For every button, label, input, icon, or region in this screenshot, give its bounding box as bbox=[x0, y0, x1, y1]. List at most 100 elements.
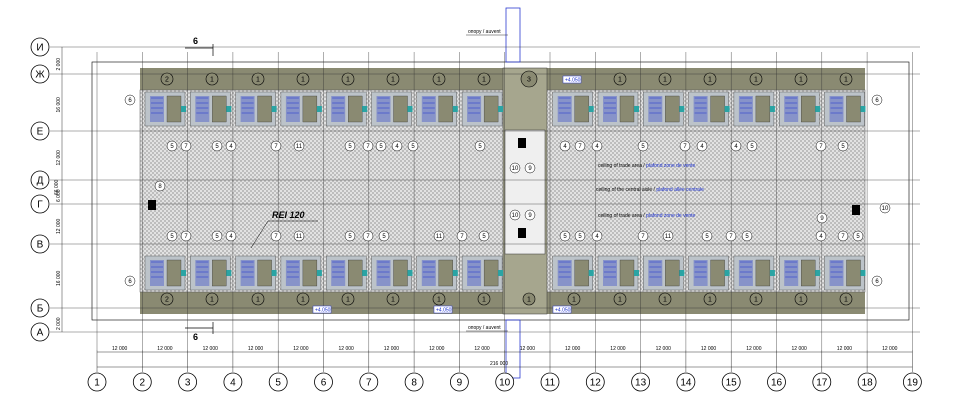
row-dim-label: 12 000 bbox=[56, 218, 62, 234]
row-axis-label: Б bbox=[37, 304, 44, 315]
room-tag bbox=[839, 292, 853, 306]
section-mark-top: 6 bbox=[193, 36, 198, 46]
bay-dim-label: 12 000 bbox=[112, 346, 128, 352]
stall-module bbox=[280, 255, 322, 291]
spec-marker-label: 5 bbox=[215, 144, 219, 150]
spec-marker-label: 5 bbox=[841, 144, 845, 150]
spec-marker-label: 7 bbox=[366, 234, 370, 240]
spec-marker-label: 7 bbox=[460, 234, 464, 240]
spec-marker-label: 4 bbox=[700, 144, 704, 150]
spec-marker bbox=[574, 230, 586, 242]
bay-dim-label: 12 000 bbox=[474, 346, 490, 352]
spec-marker-label: 7 bbox=[841, 234, 845, 240]
room-tag bbox=[160, 292, 174, 306]
stall-module bbox=[824, 91, 866, 127]
row-dim-label: 16 000 bbox=[56, 97, 62, 113]
spec-marker-label: 7 bbox=[366, 144, 370, 150]
spec-marker-label: 11 bbox=[296, 144, 303, 150]
spec-marker bbox=[362, 230, 374, 242]
spec-marker bbox=[211, 230, 223, 242]
room-tag bbox=[658, 292, 672, 306]
spec-marker bbox=[524, 162, 536, 174]
spec-marker-label: 6 bbox=[875, 98, 879, 104]
axis-label: 1 bbox=[94, 378, 100, 389]
spec-marker bbox=[456, 230, 468, 242]
room-tag bbox=[749, 292, 763, 306]
spec-marker bbox=[679, 140, 691, 152]
room-tag-label: 1 bbox=[210, 297, 214, 304]
row-axis-bubble bbox=[30, 194, 50, 214]
spec-marker bbox=[225, 230, 237, 242]
axis-bubble bbox=[585, 372, 605, 392]
row-dim-label: 2 000 bbox=[56, 317, 62, 330]
stall-module bbox=[326, 255, 368, 291]
spec-marker-label: 5 bbox=[215, 234, 219, 240]
spec-marker bbox=[293, 140, 305, 152]
spec-marker-label: 4 bbox=[595, 144, 599, 150]
canopy-bottom bbox=[505, 319, 521, 379]
spec-marker bbox=[478, 230, 490, 242]
room-tag-label: 1 bbox=[256, 297, 260, 304]
spec-marker bbox=[293, 230, 305, 242]
axis-label: 12 bbox=[590, 378, 602, 389]
stall-module bbox=[144, 91, 186, 127]
spec-marker bbox=[637, 140, 649, 152]
fixture-block bbox=[852, 205, 860, 215]
spec-marker bbox=[591, 230, 603, 242]
spec-marker-label: 10 bbox=[882, 206, 889, 212]
room-tag bbox=[794, 292, 808, 306]
room-tag-label: 2 bbox=[165, 297, 169, 304]
section-mark-bottom: 6 bbox=[193, 332, 198, 342]
room-tag bbox=[251, 72, 265, 86]
bay-dim-label: 12 000 bbox=[656, 346, 672, 352]
row-dim-label: 12 000 bbox=[56, 150, 62, 166]
bay-dim-label: 12 000 bbox=[339, 346, 355, 352]
stall-module bbox=[416, 255, 458, 291]
spec-marker-label: 4 bbox=[563, 144, 567, 150]
spec-marker bbox=[837, 230, 849, 242]
zone-label-3: ceiling of trade area / plafond zone de … bbox=[598, 213, 696, 219]
level-tag-box-2 bbox=[433, 305, 453, 314]
room-tag-label: 1 bbox=[391, 297, 395, 304]
spec-marker bbox=[837, 140, 849, 152]
room-tag-label: 1 bbox=[437, 297, 441, 304]
spec-marker bbox=[433, 230, 445, 242]
axis-bubble bbox=[223, 372, 243, 392]
row-dim-label: 2 000 bbox=[56, 58, 62, 71]
total-height-label: 66 000 bbox=[54, 179, 60, 195]
spec-marker-label: 10 bbox=[512, 213, 519, 219]
row-axis-bubble bbox=[30, 322, 50, 342]
canopy-top bbox=[505, 7, 521, 63]
room-tag-label: 1 bbox=[391, 77, 395, 84]
axis-label: 11 bbox=[545, 378, 556, 389]
axis-bubble bbox=[721, 372, 741, 392]
spec-marker-label: 11 bbox=[296, 234, 303, 240]
spec-marker-label: 9 bbox=[820, 216, 824, 222]
axis-label: 6 bbox=[321, 378, 327, 389]
room-tag-label: 1 bbox=[708, 297, 712, 304]
axis-bubble bbox=[404, 372, 424, 392]
stall-module bbox=[779, 255, 821, 291]
spec-marker-label: 8 bbox=[158, 184, 162, 190]
spec-marker bbox=[871, 275, 883, 287]
stall-module bbox=[190, 255, 232, 291]
spec-marker bbox=[662, 230, 674, 242]
row-axis-label: Ж bbox=[35, 70, 45, 81]
spec-marker-label: 4 bbox=[595, 234, 599, 240]
axis-bubble bbox=[268, 372, 288, 392]
stall-module bbox=[643, 255, 685, 291]
row-axis-label: И bbox=[36, 43, 43, 54]
row-axis-label: Е bbox=[37, 127, 44, 138]
spec-marker bbox=[852, 230, 864, 242]
room-tag-label: 1 bbox=[663, 77, 667, 84]
spec-marker bbox=[879, 202, 891, 214]
spec-marker bbox=[225, 140, 237, 152]
level-tag-1: +4.050 bbox=[565, 78, 581, 84]
room-tag-label: 1 bbox=[210, 77, 214, 84]
axis-label: 5 bbox=[275, 378, 281, 389]
row-axis-bubble bbox=[30, 298, 50, 318]
room-tag-label: 1 bbox=[663, 297, 667, 304]
room-tag-label: 1 bbox=[256, 77, 260, 84]
spec-marker-label: 4 bbox=[229, 144, 233, 150]
opening-label-top: опору / auvent bbox=[468, 29, 501, 35]
